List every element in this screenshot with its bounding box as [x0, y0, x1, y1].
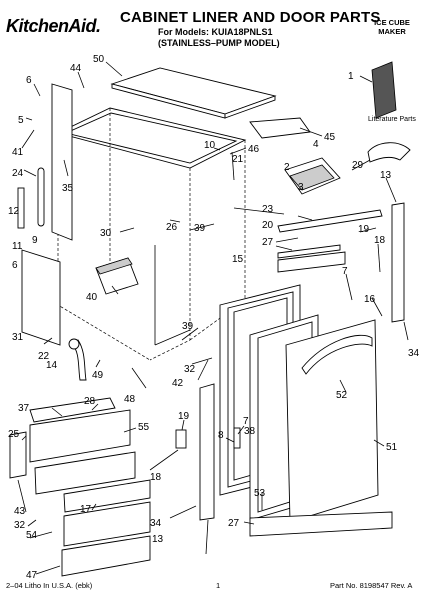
- callout-28: 28: [84, 396, 96, 407]
- middle-trim-part: [175, 383, 241, 521]
- callout-23: 23: [262, 204, 274, 215]
- footer-litho: 2–04 Litho In U.S.A. (ebk): [6, 581, 93, 590]
- callout-48: 48: [124, 394, 136, 405]
- callout-labels: 50 44 6 5 41 24 35 46 21 45 1 Literature…: [8, 54, 420, 581]
- cabinet-top-part: [110, 67, 277, 119]
- leader-lines: [17, 61, 409, 575]
- callout-32-lower: 32: [14, 520, 26, 531]
- callout-9: 9: [32, 235, 38, 246]
- callout-14: 14: [46, 360, 58, 371]
- callout-12: 12: [8, 206, 20, 217]
- callout-31: 31: [12, 332, 24, 343]
- callout-52: 52: [336, 390, 348, 401]
- drain-cup-part: [95, 257, 139, 295]
- outer-door-part: [285, 319, 379, 523]
- callout-24: 24: [12, 168, 24, 179]
- callout-2: 2: [284, 162, 290, 173]
- callout-21: 21: [232, 154, 244, 165]
- callout-42: 42: [172, 378, 184, 389]
- callout-13: 13: [380, 170, 392, 181]
- callout-17: 17: [80, 504, 92, 515]
- lower-front-parts: [9, 397, 151, 577]
- callout-53: 53: [254, 488, 266, 499]
- callout-22: 22: [38, 351, 50, 362]
- kick-plate-part: [249, 511, 393, 537]
- callout-27-bottom: 27: [228, 518, 240, 529]
- callout-40: 40: [86, 292, 98, 303]
- left-side-panels: [17, 83, 73, 346]
- callout-3: 3: [298, 182, 304, 193]
- callout-25: 25: [8, 429, 20, 440]
- callout-39-lower: 39: [182, 321, 194, 332]
- callout-7-lower: 7: [243, 416, 249, 427]
- callout-1: 1: [348, 71, 354, 82]
- callout-6: 6: [26, 75, 32, 86]
- callout-32: 32: [184, 364, 196, 375]
- callout-19: 19: [358, 224, 370, 235]
- models-line: For Models: KUIA18PNLS1: [158, 27, 273, 37]
- callout-34-lower: 34: [150, 518, 162, 529]
- literature-part: [371, 61, 397, 119]
- callout-38: 38: [244, 426, 256, 437]
- callout-4: 4: [313, 139, 319, 150]
- callout-51: 51: [386, 442, 398, 453]
- page-title: CABINET LINER AND DOOR PARTS: [120, 9, 381, 26]
- callout-19-lower: 19: [178, 411, 190, 422]
- callout-45: 45: [324, 132, 336, 143]
- callout-54: 54: [26, 530, 38, 541]
- callout-11: 11: [12, 241, 23, 252]
- callout-6-lower: 6: [12, 260, 18, 271]
- callout-35: 35: [62, 183, 74, 194]
- callout-13-lower: 13: [152, 534, 164, 545]
- drain-tube-part: [68, 338, 87, 381]
- callout-39: 39: [194, 223, 206, 234]
- callout-47: 47: [26, 570, 38, 581]
- callout-8: 8: [218, 430, 224, 441]
- callout-29: 29: [352, 160, 364, 171]
- callout-10: 10: [204, 140, 216, 151]
- callout-7: 7: [342, 266, 348, 277]
- callout-16: 16: [364, 294, 376, 305]
- callout-49: 49: [92, 370, 104, 381]
- callout-18: 18: [374, 235, 386, 246]
- category-line-1: ICE CUBE: [374, 18, 410, 27]
- knob-part: [367, 142, 411, 163]
- callout-15: 15: [232, 254, 244, 265]
- callout-34: 34: [408, 348, 420, 359]
- brand-logo: KitchenAid.: [6, 16, 101, 36]
- footer-page-number: 1: [216, 581, 221, 590]
- callout-41: 41: [12, 147, 24, 158]
- bracket-part: [284, 157, 341, 195]
- right-trim-part: [391, 202, 405, 323]
- callout-18-lower: 18: [150, 472, 162, 483]
- hinge-channel-part: [277, 209, 383, 273]
- callout-30: 30: [100, 228, 112, 239]
- callout-55: 55: [138, 422, 150, 433]
- cabinet-liner-part: [56, 107, 247, 361]
- callout-46: 46: [248, 144, 260, 155]
- variant-line: (STAINLESS–PUMP MODEL): [158, 38, 280, 48]
- callout-44: 44: [70, 63, 82, 74]
- category-line-2: MAKER: [378, 27, 406, 36]
- callout-26: 26: [166, 222, 178, 233]
- callout-50: 50: [93, 54, 105, 65]
- callout-20: 20: [262, 220, 274, 231]
- literature-label: Literature Parts: [368, 116, 416, 123]
- callout-37: 37: [18, 403, 30, 414]
- footer-part-number: Part No. 8198547 Rev. A: [330, 581, 413, 590]
- callout-43: 43: [14, 506, 26, 517]
- callout-27: 27: [262, 237, 274, 248]
- callout-5: 5: [18, 115, 24, 126]
